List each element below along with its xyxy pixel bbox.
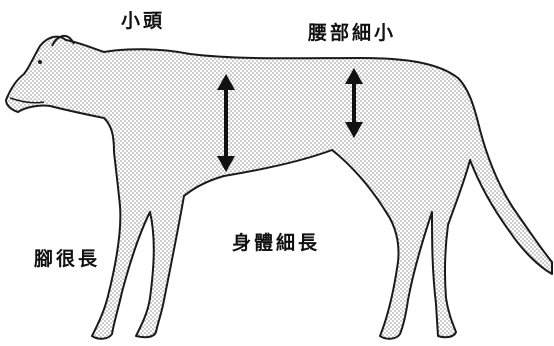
eye-icon bbox=[38, 60, 42, 64]
label-slim-waist: 腰部細小 bbox=[308, 18, 396, 45]
cheetah-silhouette bbox=[6, 37, 552, 339]
label-long-slender-body: 身體細長 bbox=[232, 228, 320, 255]
label-small-head: 小頭 bbox=[121, 6, 165, 33]
label-long-legs: 腳很長 bbox=[34, 244, 100, 271]
